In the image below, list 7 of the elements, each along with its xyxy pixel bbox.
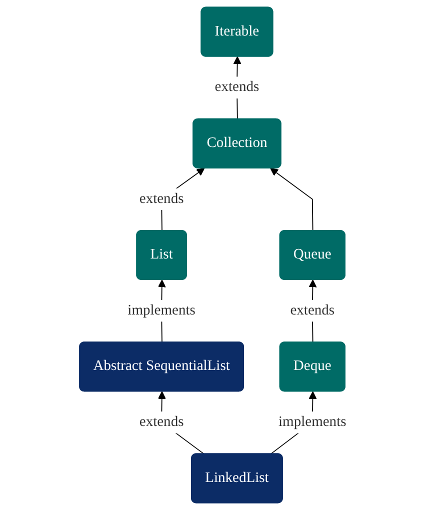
arrow xyxy=(270,168,313,232)
edge-label: extends xyxy=(138,191,184,206)
edge-label: implements xyxy=(127,302,196,318)
edge-label: extends xyxy=(290,302,334,318)
edge-label: extends xyxy=(138,414,184,430)
edge-label: implements xyxy=(278,414,346,430)
edge-label: extends xyxy=(214,79,259,95)
